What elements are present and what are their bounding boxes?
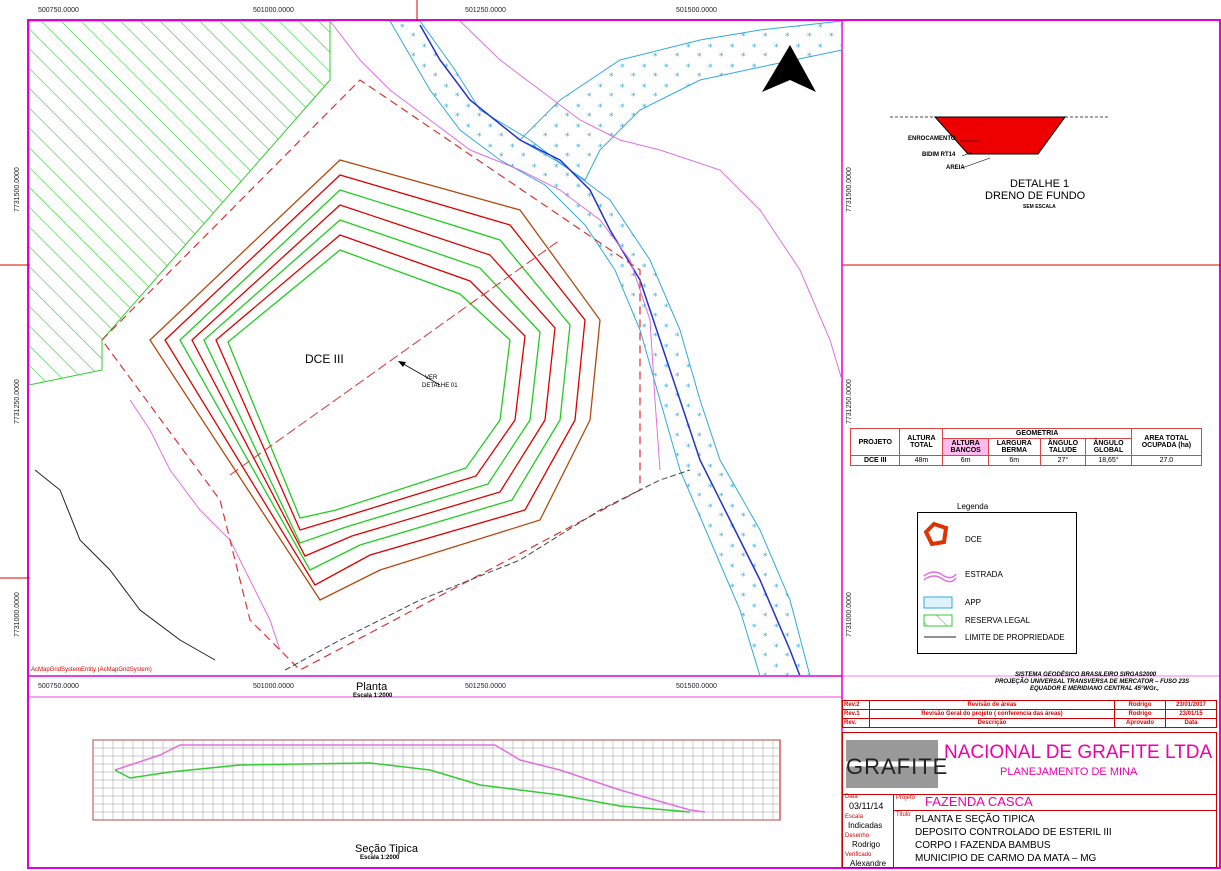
geodetic-line1: SISTEMA GEODÉSICO BRASILEIRO SIRGAS2000 xyxy=(1015,672,1157,678)
detail-bidim-label: BIDIM RT14 xyxy=(922,152,956,158)
th-projeto: PROJETO xyxy=(849,428,901,456)
coord-bottom-2: 501000.0000 xyxy=(253,683,294,690)
coord-bottom-3: 501250.0000 xyxy=(465,683,506,690)
legend-label-road: ESTRADA xyxy=(965,570,1003,579)
detail-rock-label: ENROCAMENTO xyxy=(908,136,956,142)
section-scale: Escala 1:2000 xyxy=(360,855,400,861)
grid-entity-label: AcMapGridSystemEntity (AcMapGridSystem) xyxy=(31,667,152,673)
data-label: Data xyxy=(845,794,858,800)
plan-title: Planta xyxy=(356,681,388,693)
geodetic-line3: EQUADOR E MERIDIANO CENTRAL 45°WGr., xyxy=(1030,686,1159,692)
titleblock-frame xyxy=(842,732,1217,868)
legend-label-reserve: RESERVA LEGAL xyxy=(965,616,1031,625)
legend-title: Legenda xyxy=(957,502,989,511)
north-arrow-icon xyxy=(762,45,816,92)
pile-label: DCE III xyxy=(305,352,344,366)
escala-value: Indicadas xyxy=(848,821,883,830)
dce-icon xyxy=(923,521,949,547)
data-value: 03/11/14 xyxy=(849,801,884,811)
revision-table: Rev.2 Revisão de áreas Rodrigo 23/01/201… xyxy=(842,700,1217,728)
road-icon xyxy=(923,571,957,579)
plan-scale: Escala 1:2000 xyxy=(353,693,393,699)
desenho-label: Desenho xyxy=(845,833,870,839)
titulo-label: Titulo xyxy=(896,812,911,818)
table-row: DCE III 48m 6m 6m 27° 18,65° 27.0 xyxy=(849,455,1203,466)
table-header: Rev. Descrição Aprovado Data xyxy=(842,718,1217,728)
section-title: Seção Tipica xyxy=(355,843,418,855)
company-name: NACIONAL DE GRAFITE LTDA xyxy=(944,742,1213,763)
escala-label: Escala xyxy=(845,814,864,820)
section-chart xyxy=(92,739,781,821)
callout-line2: DETALHE 01 xyxy=(422,383,458,389)
coord-top-4: 501500.0000 xyxy=(676,7,717,14)
projeto-value: FAZENDA CASCA xyxy=(925,794,1033,809)
detail-title2: DRENO DE FUNDO xyxy=(985,190,1086,202)
titulo-line2: DEPOSITO CONTROLADO DE ESTERIL III xyxy=(915,827,1112,838)
legend-label-app: APP xyxy=(965,598,982,607)
legend-icons xyxy=(923,521,957,638)
coord-bottom-1: 500750.0000 xyxy=(38,683,79,690)
verificado-value: Alexandre xyxy=(850,859,887,868)
company-logo-text: GRAFITE xyxy=(846,754,949,779)
legal-reserve-icon xyxy=(923,614,953,627)
table-row: Rev.1 Revisão Geral do projeto ( confere… xyxy=(842,709,1217,719)
titulo-line1: PLANTA E SEÇÃO TIPICA xyxy=(915,814,1035,825)
th-geometria: GEOMETRIA xyxy=(942,428,1132,439)
detail-scale: SEM ESCALA xyxy=(1023,204,1056,210)
verificado-label: Verificado xyxy=(845,852,872,858)
titulo-line4: MUNICIPIO DE CARMO DA MATA – MG xyxy=(915,853,1097,864)
callout-line1: VER xyxy=(425,375,438,381)
desenho-value: Rodrigo xyxy=(852,840,881,849)
geodetic-line2: PROJEÇÃO UNIVERSAL TRANSVERSA DE MERCATO… xyxy=(995,679,1190,685)
coord-top-2: 501000.0000 xyxy=(253,7,294,14)
department-name: PLANEJAMENTO DE MINA xyxy=(1000,766,1138,778)
coord-bottom-4: 501500.0000 xyxy=(676,683,717,690)
table-row: Rev.2 Revisão de áreas Rodrigo 23/01/201… xyxy=(842,700,1217,710)
legend-label-dce: DCE xyxy=(965,535,982,544)
titulo-line3: CORPO I FAZENDA BAMBUS xyxy=(915,840,1051,851)
detail-sand-label: AREIA xyxy=(946,165,965,171)
drawing-frame xyxy=(27,19,1221,869)
coord-top-1: 500750.0000 xyxy=(38,7,79,14)
company-logo xyxy=(846,740,938,788)
coord-top-3: 501250.0000 xyxy=(465,7,506,14)
projeto-label: Projeto xyxy=(896,795,916,801)
detail-title1: DETALHE 1 xyxy=(1010,178,1070,190)
app-icon xyxy=(923,596,953,609)
legend-label-limit: LIMITE DE PROPRIEDADE xyxy=(965,633,1065,642)
